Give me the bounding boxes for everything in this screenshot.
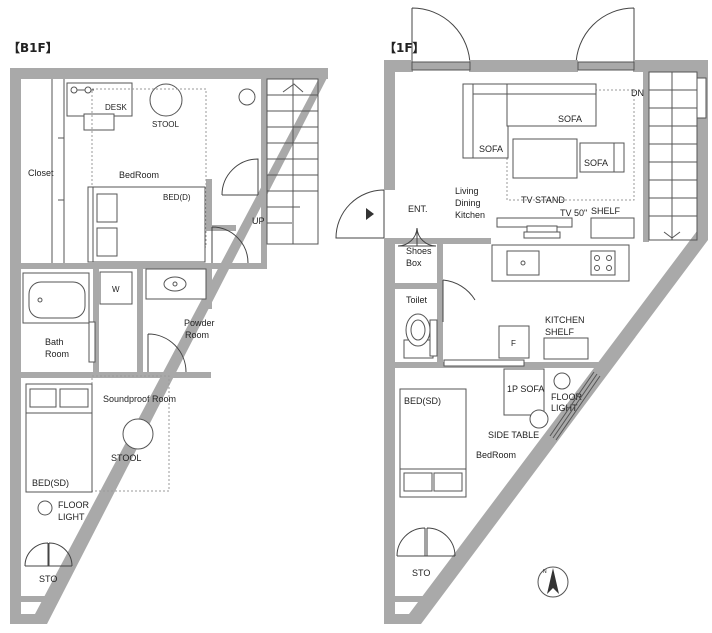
b1-floor-light <box>37 500 53 516</box>
f1-toilet-label: Toilet <box>406 295 428 305</box>
b1-stairs: UP <box>252 78 319 245</box>
b1-sto-doors[interactable] <box>24 542 73 567</box>
f1-outer-walls <box>384 60 708 624</box>
f1-side-table-label: SIDE TABLE <box>488 430 539 440</box>
b1-bed-sd-label: BED(SD) <box>32 478 69 488</box>
f1-tv-stand-label: TV STAND <box>521 195 565 205</box>
b1-door-bedroom[interactable] <box>221 158 259 196</box>
f1-entrance-door[interactable] <box>335 189 385 239</box>
f1-kitchen-shelf-label: KITCHEN <box>545 315 585 325</box>
f1-entrance-arrow <box>366 208 374 220</box>
f1-floor-light <box>553 372 571 390</box>
f1-bedroom-label: BedRoom <box>476 450 516 460</box>
b1-stool-bottom <box>122 418 154 450</box>
b1-bath-label: Bath <box>45 337 64 347</box>
f1-sliding-door[interactable] <box>443 359 525 367</box>
f1-ent-label: ENT. <box>408 204 428 214</box>
b1-single-bed: BED(SD) <box>25 383 93 493</box>
f1-tv-label: TV 50" <box>560 208 587 218</box>
f1-diagonal-window <box>549 371 601 441</box>
compass-label: N <box>543 569 547 575</box>
f1-top-door-right[interactable] <box>575 7 635 67</box>
f1-sofa-left-label: SOFA <box>479 144 503 154</box>
closet-label: Closet <box>28 168 54 178</box>
f1-sto-doors[interactable] <box>396 527 456 557</box>
f1-living-label: Living <box>455 186 479 196</box>
b1-washer <box>99 271 133 305</box>
b1-floor-label: FLOOR <box>58 500 90 510</box>
b1-sto-label: STO <box>39 574 57 584</box>
b1-up-label: UP <box>252 216 265 226</box>
f1-light-label: LIGHT <box>551 403 578 413</box>
b1-soundproof-label: Soundproof Room <box>103 394 176 404</box>
b1-bath-room-label: Room <box>45 349 69 359</box>
f1-box-label: Box <box>406 258 422 268</box>
f1-living-rug <box>506 89 635 201</box>
b1-door-powder[interactable] <box>147 333 187 373</box>
f1-shelf-label: SHELF <box>591 206 621 216</box>
b1-powder-room: Powder Room <box>145 268 215 340</box>
f1-bed: BED(SD) <box>399 388 467 498</box>
f1-bed-sd-label: BED(SD) <box>404 396 441 406</box>
b1-lamp <box>238 88 256 106</box>
b1-stool-top <box>149 83 183 117</box>
f1-floor-plan: 【1F】 <box>335 7 708 624</box>
f1-fridge-label: F <box>511 339 516 348</box>
f1-toilet-sink <box>429 319 438 357</box>
f1-sto-label: STO <box>412 568 430 578</box>
f1-dining-label: Dining <box>455 198 481 208</box>
b1-powder-room-label: Room <box>185 330 209 340</box>
f1-fridge <box>498 325 530 359</box>
f1-stairs <box>648 71 698 241</box>
f1-kitchen-counter <box>491 244 630 282</box>
f1-shelf2-label: SHELF <box>545 327 575 337</box>
b1-stool-bottom-label: STOOL <box>111 453 141 463</box>
f1-tv-stand <box>496 217 573 239</box>
f1-sofa-top-label: SOFA <box>558 114 582 124</box>
b1-outer-walls <box>10 68 328 624</box>
desk-label: DESK <box>105 103 127 112</box>
f1-shelf <box>590 217 635 239</box>
b1-closet: Closet <box>28 79 65 263</box>
f1-1p-sofa <box>503 368 545 416</box>
f1-toilet <box>403 313 434 359</box>
f1-1p-sofa-label: 1P SOFA <box>507 384 544 394</box>
b1-floor-title: 【B1F】 <box>8 40 58 55</box>
b1-door-powder-top[interactable] <box>211 226 249 264</box>
f1-floor-label: FLOOR <box>551 392 583 402</box>
f1-sofa-right-label: SOFA <box>584 158 608 168</box>
b1-desk: DESK <box>66 82 133 131</box>
f1-kitchen-label: Kitchen <box>455 210 485 220</box>
b1-bed-d-label: BED(D) <box>163 193 191 202</box>
f1-side-table <box>529 409 549 429</box>
f1-floor-title: 【1F】 <box>384 40 425 55</box>
b1-washer-label: W <box>112 285 120 294</box>
b1-bath: Bath Room <box>22 272 96 363</box>
f1-shoes-box-doors[interactable] <box>397 227 437 247</box>
b1-floor-plan: 【B1F】 Closet <box>8 40 328 624</box>
f1-top-door-left[interactable] <box>411 7 471 67</box>
f1-toilet-door[interactable] <box>442 279 476 322</box>
b1-powder-label: Powder <box>184 318 215 328</box>
f1-shoes-label: Shoes <box>406 246 432 256</box>
f1-sofa-set: SOFA SOFA SOFA <box>462 83 625 179</box>
compass-icon: N <box>537 566 569 598</box>
f1-dn-label: DN <box>631 88 644 98</box>
b1-stool-top-label: STOOL <box>152 120 180 129</box>
b1-double-bed: BED(D) <box>87 186 206 263</box>
b1-light-label: LIGHT <box>58 512 85 522</box>
f1-kitchen-shelf <box>543 337 589 360</box>
b1-bedroom-label: BedRoom <box>119 170 159 180</box>
